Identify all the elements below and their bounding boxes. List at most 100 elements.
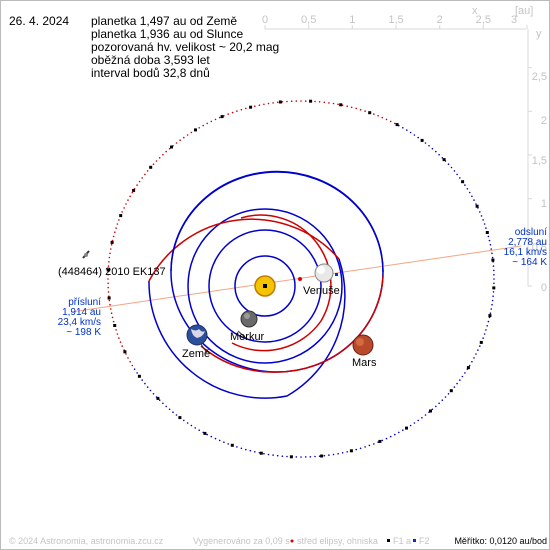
orbit-dot [490, 248, 493, 250]
orbit-dot [129, 195, 131, 198]
y-tick-label: 0,5 [532, 242, 547, 254]
orbit-dot [402, 127, 404, 129]
y-tick-label: 2,5 [532, 71, 547, 83]
interval-marker [442, 158, 446, 162]
orbit-dot [276, 101, 279, 104]
orbit-dot [112, 320, 115, 323]
orbit-dot [309, 456, 312, 458]
orbit-dot [435, 405, 437, 408]
orbit-dot [141, 177, 143, 179]
legend-f1-dot [387, 539, 390, 542]
aphelion-annotation: odsluní 2,778 au 16,1 km/s ~ 164 K [504, 227, 548, 268]
x-tick-label: 0,5 [301, 14, 316, 26]
orbit-dot [394, 433, 396, 436]
orbit-dot [394, 122, 396, 125]
y-tick-label: 2 [541, 115, 547, 127]
orbit-dot [240, 447, 243, 450]
legend-f2-label: F2 [419, 536, 430, 546]
orbit-dot [116, 333, 119, 335]
y-tick-label: 1,5 [532, 155, 547, 167]
legend-center-dot [290, 539, 294, 543]
earth-leader [200, 343, 208, 354]
asteroid-marker [82, 250, 90, 259]
mercury-leader [237, 330, 247, 339]
orbit-dot [107, 265, 110, 267]
orbit-dot [218, 439, 221, 442]
orbit-dot [473, 199, 475, 201]
interval-marker [320, 454, 324, 458]
interval-marker [203, 431, 207, 435]
mars-marker [352, 334, 374, 356]
interval-marker [475, 204, 479, 208]
orbit-dot [245, 448, 247, 451]
orbit-dot [459, 379, 461, 381]
interval-marker [106, 268, 110, 272]
orbit-dot [385, 118, 388, 121]
orbit-dot [107, 278, 109, 280]
orbit-dot [471, 360, 473, 363]
orbit-dot [108, 299, 111, 302]
apsides-line [70, 245, 522, 313]
orbit-dot [175, 142, 178, 144]
orbit-dot [385, 437, 388, 440]
interval-marker [132, 188, 136, 192]
orbit-dot [258, 104, 261, 106]
orbit-dot [152, 393, 155, 395]
orbit-dot [314, 100, 316, 103]
interval-marker [249, 105, 253, 109]
orbit-dot [435, 150, 437, 153]
mars-label: Mars [352, 357, 377, 369]
orbit-dot [493, 269, 495, 272]
orbit-dot [110, 248, 112, 250]
interval-marker [110, 240, 114, 244]
interval-marker [405, 426, 408, 430]
orbit-dot [447, 163, 450, 165]
orbit-dot [381, 116, 384, 119]
orbit-dot [141, 379, 143, 381]
orbit-dot [482, 337, 484, 339]
orbit-dot [214, 437, 217, 440]
scale-label: Měřítko: 0,0120 au/bod [454, 536, 547, 546]
orbit-dot [447, 393, 450, 395]
interval-marker [479, 340, 483, 344]
orbit-dot [409, 424, 412, 427]
orbit-dot [218, 116, 221, 119]
y-axis [527, 29, 532, 287]
orbit-dot [468, 364, 471, 367]
interval-marker [178, 416, 182, 420]
orbit-dot [109, 303, 111, 306]
orbit-dot [346, 451, 349, 453]
perihelion-line: ~ 198 K [66, 327, 101, 338]
orbit-dot [210, 435, 213, 438]
orbit-dot [123, 207, 125, 209]
copyright: © 2024 Astronomia, astronomia.zcu.cz [9, 536, 164, 546]
orbit-dot [236, 110, 238, 112]
orbit-dot [489, 244, 492, 246]
orbit-dot [491, 299, 494, 302]
orbit-dot [487, 320, 490, 323]
orbit-dot [136, 372, 138, 374]
orbit-dot [168, 408, 171, 411]
orbit-dot [491, 252, 493, 255]
orbit-dot [240, 108, 243, 111]
orbit-dot [346, 105, 349, 107]
interval-marker [420, 138, 424, 142]
venus-orbit [208, 229, 322, 343]
orbit-dot [373, 443, 375, 445]
interval-marker [137, 374, 141, 378]
info-line: oběžná doba 3,593 let [91, 53, 210, 67]
orbit-dot [483, 223, 486, 225]
earth-label: Země [182, 348, 210, 360]
orbit-dot [127, 199, 129, 201]
orbit-dot [214, 118, 217, 121]
orbit-dot [107, 286, 109, 289]
venus-label: Venuše [303, 285, 340, 297]
orbit-dot [206, 433, 208, 436]
orbit-dot [116, 223, 119, 225]
perihelion-line: přísluní [68, 297, 101, 308]
orbit-dot [456, 382, 458, 385]
orbit-dot [364, 446, 366, 448]
venus-marker [314, 263, 334, 283]
interval-marker [485, 231, 489, 234]
